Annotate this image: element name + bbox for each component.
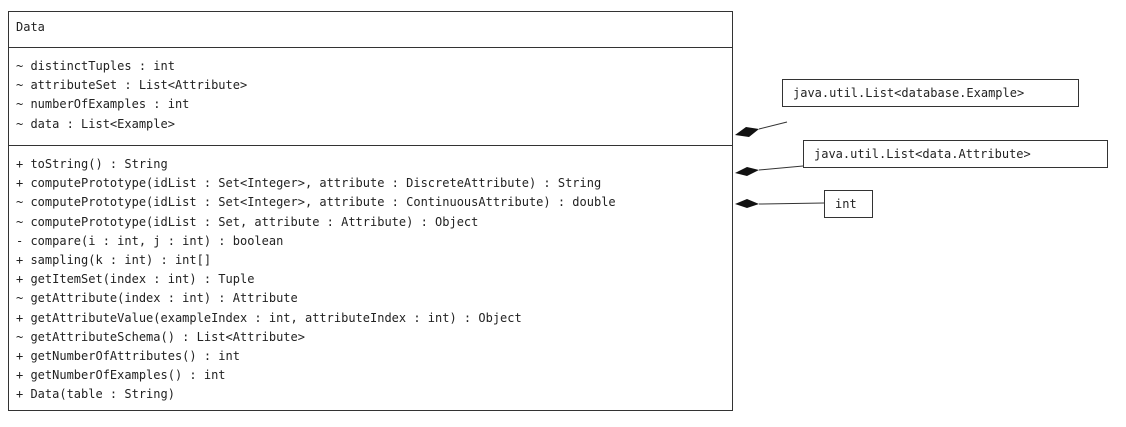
- operation-get-attribute-schema: ~ getAttributeSchema() : List<Attribute>: [16, 329, 305, 344]
- ref-int[interactable]: int: [824, 190, 873, 218]
- operation-compute-prototype-continuous: ~ computePrototype(idList : Set<Integer>…: [16, 195, 616, 210]
- operation-get-attribute-value: + getAttributeValue(exampleIndex : int, …: [16, 310, 522, 325]
- attribute-attribute-set: ~ attributeSet : List<Attribute>: [16, 78, 248, 93]
- link-line-attribute-list: [758, 165, 804, 171]
- operation-get-attribute: ~ getAttribute(index : int) : Attribute: [16, 291, 298, 306]
- class-name: Data: [9, 12, 732, 48]
- operation-to-string: + toString() : String: [16, 157, 168, 171]
- operations-compartment: + toString() : String + computePrototype…: [9, 146, 732, 404]
- attribute-data: ~ data : List<Example>: [16, 116, 175, 131]
- diamond-example-list: [735, 127, 759, 137]
- link-line-example-list: [758, 121, 788, 130]
- attribute-number-of-examples: ~ numberOfExamples : int: [16, 97, 190, 112]
- operation-get-number-of-attributes: + getNumberOfAttributes() : int: [16, 348, 240, 363]
- operation-data-constructor: + Data(table : String): [16, 387, 175, 402]
- operation-compare: - compare(i : int, j : int) : boolean: [16, 233, 284, 248]
- diamond-int: [735, 199, 759, 208]
- attribute-distinct-tuples: ~ distinctTuples : int: [16, 59, 175, 73]
- operation-compute-prototype-generic: ~ computePrototype(idList : Set, attribu…: [16, 214, 479, 229]
- attributes-compartment: ~ distinctTuples : int ~ attributeSet : …: [9, 48, 732, 146]
- operation-compute-prototype-discrete: + computePrototype(idList : Set<Integer>…: [16, 176, 602, 191]
- diamond-attribute-list: [735, 167, 759, 176]
- operation-sampling: + sampling(k : int) : int[]: [16, 252, 212, 267]
- ref-list-database-example[interactable]: java.util.List<database.Example>: [782, 79, 1079, 107]
- operation-get-item-set: + getItemSet(index : int) : Tuple: [16, 272, 255, 287]
- operation-get-number-of-examples: + getNumberOfExamples() : int: [16, 368, 226, 383]
- link-line-int: [758, 202, 825, 205]
- class-data[interactable]: Data ~ distinctTuples : int ~ attributeS…: [8, 11, 733, 411]
- ref-list-data-attribute[interactable]: java.util.List<data.Attribute>: [803, 140, 1108, 168]
